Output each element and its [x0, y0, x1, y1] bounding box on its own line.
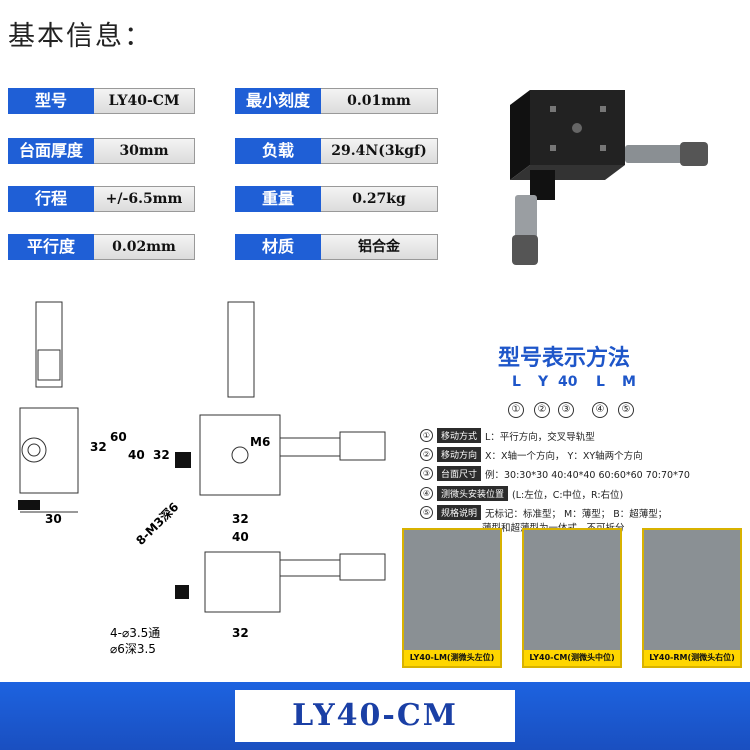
- row-text: X：X轴一个方向， Y：XY轴两个方向: [485, 450, 643, 462]
- thumbnail-center: LY40-CM(测微头中位): [522, 528, 622, 668]
- row-text: L：平行方向，交叉导轨型: [485, 431, 595, 443]
- spec-value: 30mm: [94, 138, 195, 164]
- row-text: 例：30:30*30 40:40*40 60:60*60 70:70*70: [485, 469, 690, 481]
- spec-row: 型号 LY40-CM: [8, 88, 195, 114]
- thumbnail-caption: LY40-RM(测微头右位): [644, 650, 740, 666]
- legend-row: ② 移动方向 X：X轴一个方向， Y：XY轴两个方向: [420, 447, 643, 462]
- row-tag: 移动方向: [437, 447, 482, 462]
- page-title: 基本信息：: [8, 21, 153, 52]
- bottom-banner: LY40-CM: [0, 682, 750, 750]
- code-number: ②: [534, 402, 550, 418]
- spec-label: 台面厚度: [8, 138, 94, 164]
- spec-value: 29.4N(3kgf): [321, 138, 438, 164]
- product-photo: [490, 70, 740, 290]
- row-number: ①: [420, 429, 433, 442]
- row-number: ④: [420, 487, 433, 500]
- spec-row: 最小刻度 0.01mm: [235, 88, 438, 114]
- spec-value: 0.27kg: [321, 186, 438, 212]
- hole-note: ⌀6深3.5: [110, 642, 156, 656]
- code-letter: L: [596, 374, 605, 390]
- dim-label: 32: [232, 626, 249, 640]
- code-letter: M: [622, 374, 636, 390]
- spec-label: 平行度: [8, 234, 94, 260]
- spec-row: 台面厚度 30mm: [8, 138, 195, 164]
- legend-row: ① 移动方式 L：平行方向，交叉导轨型: [420, 428, 595, 443]
- spec-label: 负载: [235, 138, 321, 164]
- row-text: (L:左位，C:中位，R:右位): [512, 489, 624, 501]
- spec-value: 0.02mm: [94, 234, 195, 260]
- dim-label: 40: [232, 530, 249, 544]
- spec-value: 铝合金: [321, 234, 438, 260]
- code-number: ④: [592, 402, 608, 418]
- dim-label: 30: [45, 512, 62, 526]
- row-text: 无标记：标准型； M：薄型； B：超薄型；: [485, 508, 668, 520]
- row-number: ⑤: [420, 506, 433, 519]
- spec-value: +/-6.5mm: [94, 186, 195, 212]
- dim-label: 40: [128, 448, 145, 462]
- code-number: ③: [558, 402, 574, 418]
- thumbnail-caption: LY40-LM(测微头左位): [404, 650, 500, 666]
- spec-row: 平行度 0.02mm: [8, 234, 195, 260]
- dim-label: M6: [250, 435, 271, 449]
- row-tag: 规格说明: [437, 505, 482, 520]
- spec-row: 负载 29.4N(3kgf): [235, 138, 438, 164]
- engineering-drawings: 30 32 60 40 32 M6 8-M3深6 32 40 32 4-⌀3.5…: [0, 290, 420, 660]
- legend-row: ④ 测微头安装位置 (L:左位，C:中位，R:右位): [420, 486, 623, 501]
- legend-row: ⑤ 规格说明 无标记：标准型； M：薄型； B：超薄型；: [420, 505, 667, 520]
- spec-label: 行程: [8, 186, 94, 212]
- code-letter: L: [512, 374, 521, 390]
- dim-label: 60: [110, 430, 127, 444]
- code-number: ①: [508, 402, 524, 418]
- row-number: ③: [420, 467, 433, 480]
- spec-value: 0.01mm: [321, 88, 438, 114]
- dim-label: 32: [153, 448, 170, 462]
- spec-row: 材质 铝合金: [235, 234, 438, 260]
- spec-label: 重量: [235, 186, 321, 212]
- dim-label: 32: [90, 440, 107, 454]
- code-letter: 40: [558, 374, 578, 390]
- row-tag: 台面尺寸: [437, 466, 482, 481]
- bottom-model-label: LY40-CM: [235, 690, 515, 742]
- thumbnail-left: LY40-LM(测微头左位): [402, 528, 502, 668]
- thumbnail-right: LY40-RM(测微头右位): [642, 528, 742, 668]
- thumbnail-caption: LY40-CM(测微头中位): [524, 650, 620, 666]
- spec-value: LY40-CM: [94, 88, 195, 114]
- row-number: ②: [420, 448, 433, 461]
- legend-title: 型号表示方法: [498, 346, 631, 371]
- spec-label: 型号: [8, 88, 94, 114]
- spec-label: 材质: [235, 234, 321, 260]
- spec-row: 重量 0.27kg: [235, 186, 438, 212]
- spec-label: 最小刻度: [235, 88, 321, 114]
- spec-row: 行程 +/-6.5mm: [8, 186, 195, 212]
- legend-row: ③ 台面尺寸 例：30:30*30 40:40*40 60:60*60 70:7…: [420, 466, 690, 481]
- row-tag: 移动方式: [437, 428, 482, 443]
- code-number: ⑤: [618, 402, 634, 418]
- row-tag: 测微头安装位置: [437, 486, 509, 501]
- hole-note: 4-⌀3.5通: [110, 626, 161, 640]
- code-letter: Y: [538, 374, 549, 390]
- model-legend: 型号表示方法 L Y 40 L M ① ② ③ ④ ⑤ ① 移动方式 L：平行方…: [400, 330, 750, 670]
- dim-label: 32: [232, 512, 249, 526]
